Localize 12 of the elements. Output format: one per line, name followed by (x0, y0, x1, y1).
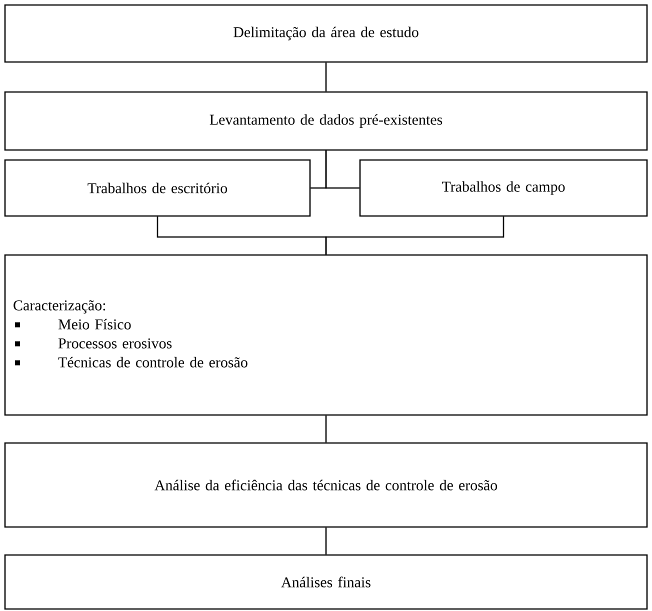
connector-line (325, 416, 327, 442)
connector-line (325, 528, 327, 554)
process-box: Trabalhos de escritório (4, 159, 311, 217)
connector-line (325, 62, 327, 92)
process-box: Trabalhos de campo (359, 159, 648, 217)
process-box: Análises finais (4, 554, 648, 610)
process-box: Delimitação da área de estudo (4, 4, 648, 63)
list-box: Caracterização: Meio Físico Processos erosivos Técnicas de controle de erosão (4, 254, 648, 416)
process-box: Análise da eficiência das técnicas de controle de erosão (4, 442, 648, 528)
connector-line (325, 216, 504, 254)
connector-line (325, 150, 360, 189)
process-box: Levantamento de dados pré-existentes (4, 91, 648, 151)
